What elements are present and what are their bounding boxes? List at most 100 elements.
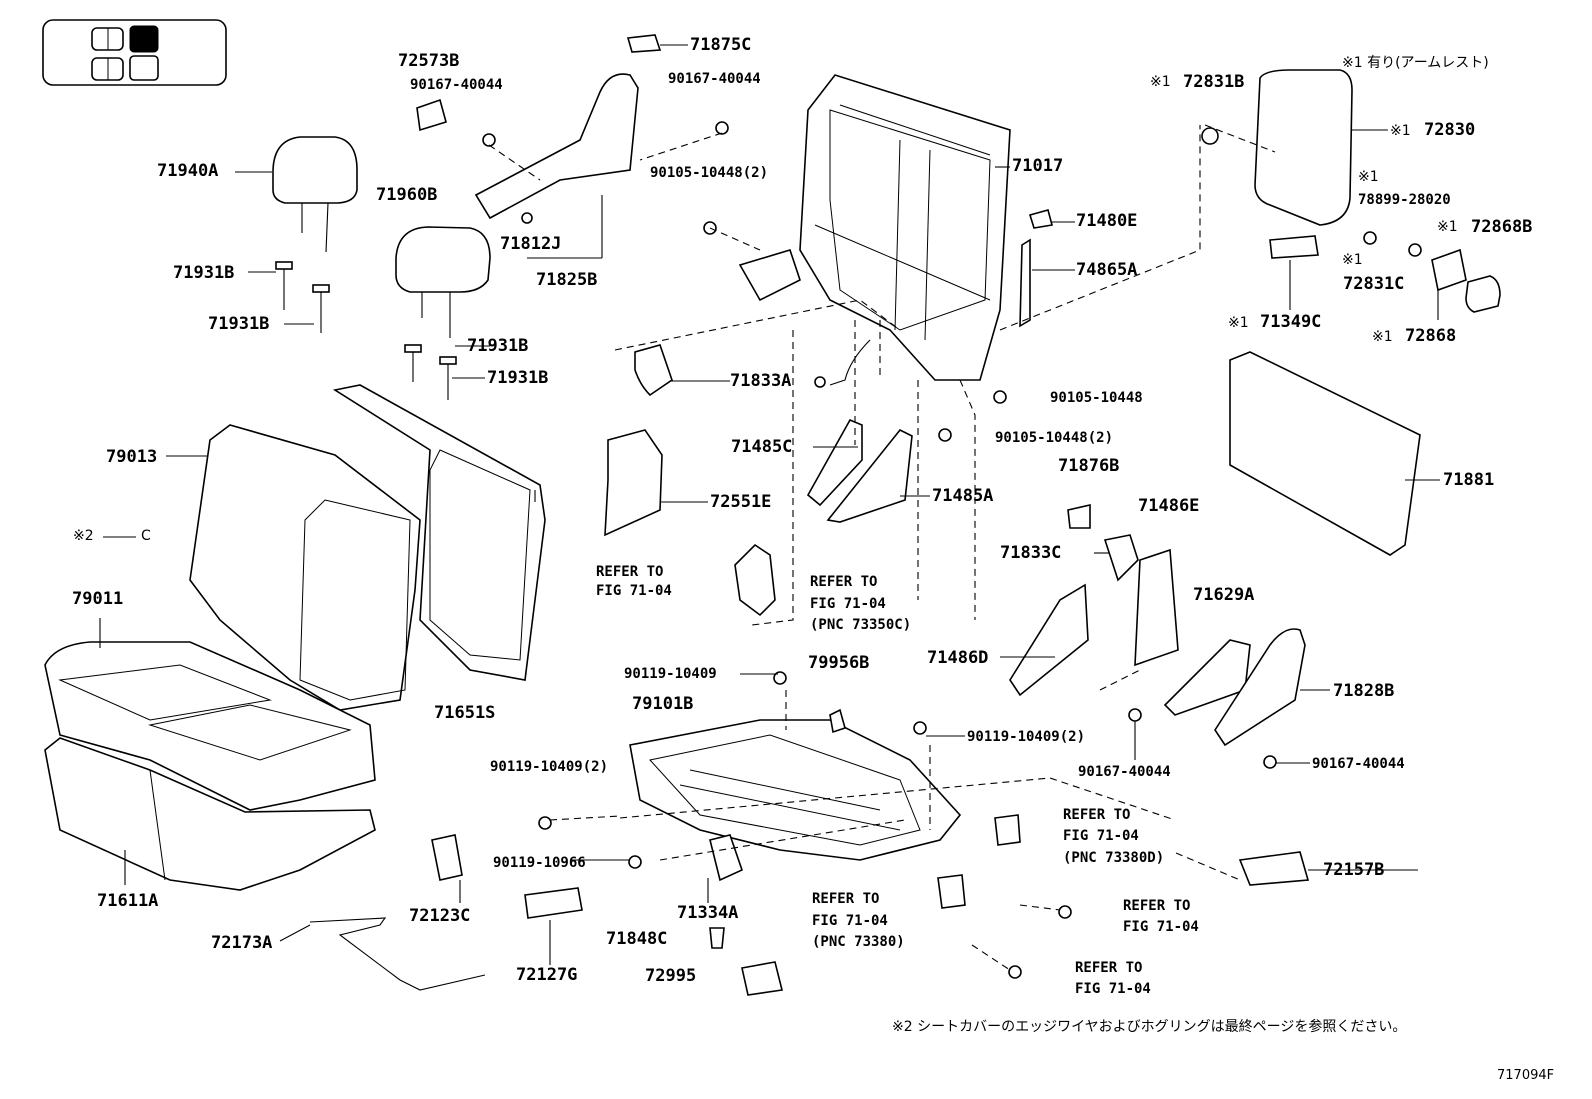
cover-71828b: [1214, 628, 1306, 747]
label-71833c: 71833C: [1000, 543, 1062, 563]
label-71334a: 71334A: [677, 903, 739, 923]
note1-marker: ※1: [1150, 74, 1171, 90]
label-72551e: 72551E: [710, 492, 772, 512]
label-71486d: 71486D: [927, 648, 989, 668]
label-72831c: 72831C: [1343, 274, 1405, 294]
refer-pnc-73380: (PNC 73380): [812, 934, 905, 950]
label-74865a: 74865A: [1076, 260, 1138, 280]
label-71486e: 71486E: [1138, 496, 1200, 516]
label-79956b: 79956B: [808, 653, 870, 673]
label-71931b: 71931B: [173, 263, 235, 283]
label-72868b: 72868B: [1471, 217, 1533, 237]
label-79011: 79011: [72, 589, 124, 609]
label-72995: 72995: [645, 966, 697, 986]
clip-71876b: [1067, 503, 1091, 529]
seatback-frame-71017: [738, 74, 1011, 388]
label-72573b: 72573B: [398, 51, 460, 71]
label-71931b: 71931B: [487, 368, 549, 388]
refer-fig-71-04: REFER TO: [1123, 898, 1191, 914]
cover-71486e: [1134, 548, 1179, 667]
cap-72831b: [1201, 127, 1219, 145]
cover-72551e: [604, 429, 663, 537]
label-90167-40044: 90167-40044: [410, 77, 503, 93]
pin-71848c: [709, 927, 725, 949]
diagram-code: 717094F: [1497, 1068, 1555, 1083]
label-90119-10966: 90119-10966: [493, 855, 586, 871]
seatback-assembly: [189, 384, 546, 711]
cover-71334a: [709, 834, 743, 882]
bolt: [715, 121, 729, 135]
cover-72573b: [416, 98, 447, 132]
label-71349c: 71349C: [1260, 312, 1322, 332]
clip-71480e: [1028, 209, 1053, 229]
headrest-71960b: [395, 226, 491, 338]
refer-fig-71-04: FIG 71-04: [1123, 919, 1199, 935]
refer-pnc-73380: FIG 71-04: [812, 913, 888, 929]
note1-marker: ※1: [1228, 315, 1249, 331]
seat-position-indicator: [42, 19, 227, 86]
label-71651s: 71651S: [434, 703, 496, 723]
note1-marker: ※1: [1342, 252, 1363, 268]
refer-fig-71-04: FIG 71-04: [1075, 981, 1151, 997]
label-90119-10409: 90119-10409: [624, 666, 717, 682]
note1-marker: ※1: [1358, 169, 1379, 185]
refer-pnc-73350c: (PNC 73350C): [810, 617, 912, 633]
label-71485c: 71485C: [731, 437, 793, 457]
clip-79956b: [829, 708, 846, 734]
cover-71485c: [806, 418, 863, 507]
label-71812j: 71812J: [500, 234, 562, 254]
label-72830: 72830: [1424, 120, 1476, 140]
label-72127g: 72127G: [516, 965, 578, 985]
label-71833a: 71833A: [730, 371, 792, 391]
cover-71485a: [826, 428, 913, 523]
note1-marker: ※1: [1372, 329, 1393, 345]
armrest-hinge-71825b: [474, 73, 639, 220]
back-board-71881: [1229, 351, 1421, 556]
cover-72127g: [524, 887, 583, 919]
label-72173a: 72173A: [211, 933, 273, 953]
refer-pnc-73380d: REFER TO: [1063, 807, 1131, 823]
cover-71629a: [1163, 639, 1251, 716]
cover-71486d: [1009, 583, 1089, 697]
bolt: [482, 133, 496, 147]
refer-pnc-73350c: FIG 71-04: [810, 596, 886, 612]
note1-marker: ※1: [1437, 219, 1458, 235]
label-71629a: 71629A: [1193, 585, 1255, 605]
label-90105-10448-2: 90105-10448(2): [650, 165, 769, 181]
headrest-71940a: [272, 136, 358, 253]
label-71828b: 71828B: [1333, 681, 1395, 701]
label-90105-10448: 90105-10448: [1050, 390, 1143, 406]
label-71480e: 71480E: [1076, 211, 1138, 231]
belt-buckle-73380: [937, 874, 966, 909]
label-71960b: 71960B: [376, 185, 438, 205]
armrest-72830: [1254, 69, 1353, 226]
note2-marker: ※2: [73, 528, 94, 544]
label-90105-10448-2: 90105-10448(2): [995, 430, 1114, 446]
belt-buckle: [734, 543, 776, 617]
bracket-74865a: [1019, 238, 1031, 328]
label-72123c: 72123C: [409, 906, 471, 926]
refer-pnc-73380: REFER TO: [812, 891, 880, 907]
footnote: ※2 シートカバーのエッジワイヤおよびホグリングは最終ページを参照ください。: [892, 1019, 1407, 1035]
label-90167-40044: 90167-40044: [668, 71, 761, 87]
label-72868: 72868: [1405, 326, 1457, 346]
cover-71833c: [1103, 534, 1139, 582]
label-71881: 71881: [1443, 470, 1495, 490]
label-71875c: 71875C: [690, 35, 752, 55]
label-71017: 71017: [1012, 156, 1064, 176]
leader-lines: [99, 44, 1440, 965]
refer-fig-71-04: REFER TO: [1075, 960, 1143, 976]
label-71940a: 71940A: [157, 161, 219, 181]
label-78899-28020: 78899-28020: [1358, 192, 1451, 208]
seat-cushion: [44, 641, 376, 891]
note1-marker: ※1: [1390, 123, 1411, 139]
plate-71349c: [1269, 235, 1319, 259]
label-79101b: 79101B: [632, 694, 694, 714]
cover-72123c: [431, 834, 463, 881]
label-90167-40044: 90167-40044: [1078, 764, 1171, 780]
cover-71875c: [626, 34, 662, 53]
refer-pnc-73380d: (PNC 73380D): [1063, 850, 1165, 866]
label-71931b: 71931B: [208, 314, 270, 334]
